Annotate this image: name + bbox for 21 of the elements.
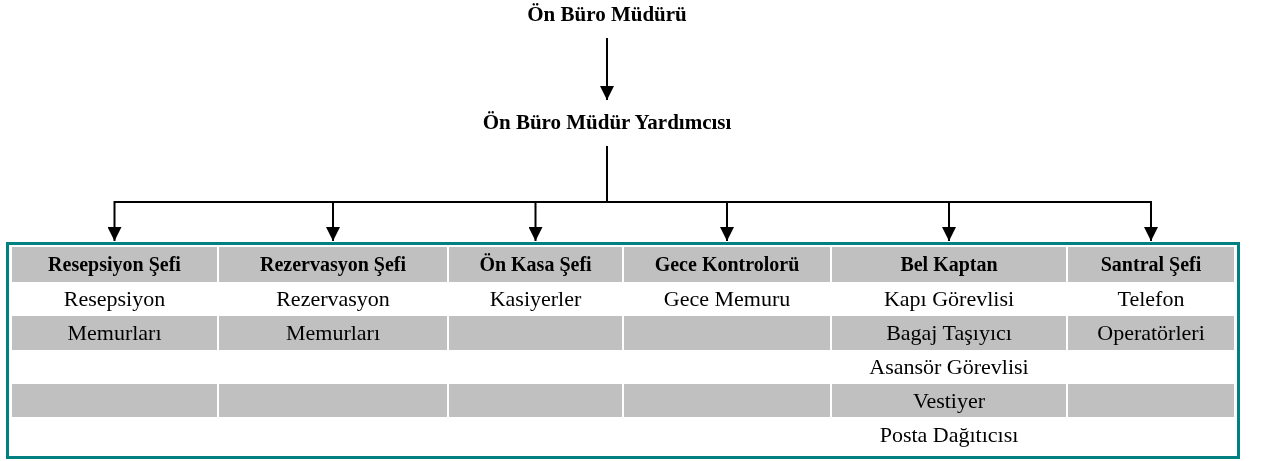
role-label: Gece Memuru — [663, 285, 791, 313]
role-label: Kasiyerler — [489, 285, 582, 313]
role-label: Kapı Görevlisi — [883, 285, 1015, 313]
column-heading: Gece Kontrolorü — [654, 252, 800, 277]
role-label: Asansör Görevlisi — [869, 353, 1029, 381]
role-label: Telefon Operatörleri — [1096, 285, 1206, 347]
column-heading: Santral Şefi — [1100, 252, 1202, 278]
role-label: Vestiyer — [912, 387, 986, 415]
role-label: Posta Dağıtıcısı — [879, 421, 1019, 449]
role-label: Resepsiyon Memurları — [62, 285, 167, 347]
box-shape — [6, 242, 1240, 459]
column-heading: Bel Kaptan — [900, 252, 998, 278]
column-heading: Resepsiyon Şefi — [48, 252, 181, 278]
role-label: Bagaj Taşıyıcı — [886, 319, 1012, 347]
role-label: Rezervasyon Memurları — [275, 285, 391, 347]
role-title: Ön Büro Müdürü — [457, 2, 757, 32]
arrow — [606, 145, 1158, 242]
role-title: Ön Büro Müdür Yardımcısı — [407, 110, 807, 140]
column-heading: Ön Kasa Şefi — [479, 252, 592, 278]
column-heading: Rezervasyon Şefi — [259, 252, 407, 278]
arrow — [600, 37, 614, 101]
